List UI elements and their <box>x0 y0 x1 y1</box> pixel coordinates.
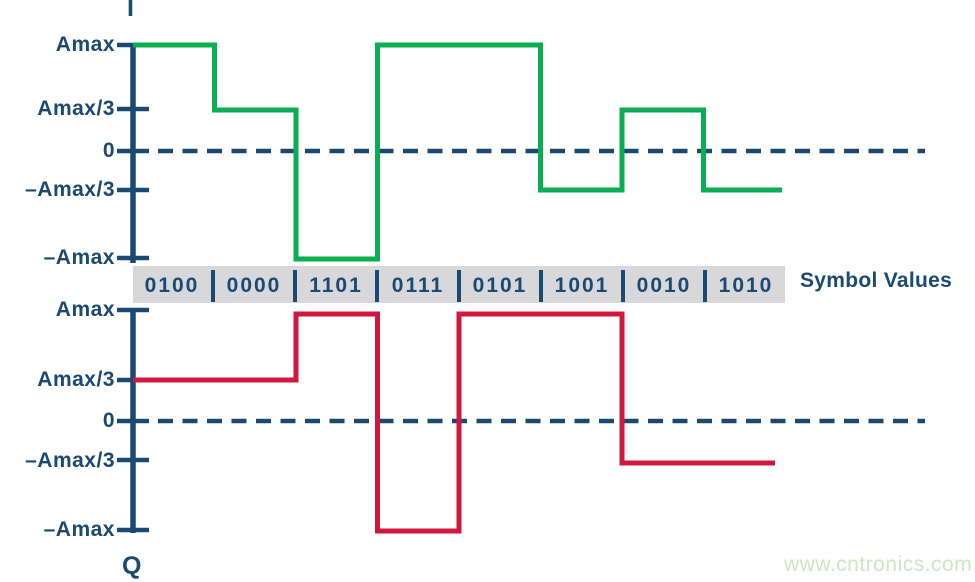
i-waveform <box>133 42 782 262</box>
symbol-cell: 0100 <box>144 273 200 297</box>
symbol-divider <box>293 270 297 302</box>
watermark-text: www.cntronics.com <box>784 553 973 576</box>
q-waveform <box>133 311 775 534</box>
i-tick-label-amax: Amax <box>55 33 115 56</box>
q-tick-label-namax3: –Amax/3 <box>25 449 115 472</box>
symbol-divider <box>457 270 461 302</box>
q-tick-label-amax3: Amax/3 <box>37 368 115 391</box>
symbol-cell: 0010 <box>636 273 692 297</box>
symbol-cell: 0101 <box>472 273 528 297</box>
q-axis-label: Q <box>122 552 142 580</box>
symbol-values-label: Symbol Values <box>800 269 953 292</box>
symbol-divider <box>539 270 543 302</box>
q-tick-label-amax: Amax <box>55 298 115 321</box>
q-tick-label-namax: –Amax <box>43 518 115 541</box>
i-tick-label-zero: 0 <box>102 139 115 162</box>
symbol-cell: 0111 <box>391 273 445 297</box>
i-tick-label-namax3: –Amax/3 <box>25 178 115 201</box>
i-axis-label: I <box>127 0 134 22</box>
symbol-cell: 1010 <box>718 273 774 297</box>
symbol-divider <box>703 270 707 302</box>
symbol-cell: 1101 <box>309 273 363 297</box>
symbol-divider <box>211 270 215 302</box>
symbol-cell: 1001 <box>554 273 610 297</box>
i-tick-label-amax3: Amax/3 <box>37 97 115 120</box>
symbol-cell: 0000 <box>226 273 282 297</box>
symbol-band: 0100 0000 1101 0111 0101 1001 0010 1010 <box>133 266 785 303</box>
q-tick-label-zero: 0 <box>102 409 115 432</box>
symbol-divider <box>621 270 625 302</box>
i-tick-label-namax: –Amax <box>43 246 115 269</box>
symbol-divider <box>375 270 379 302</box>
